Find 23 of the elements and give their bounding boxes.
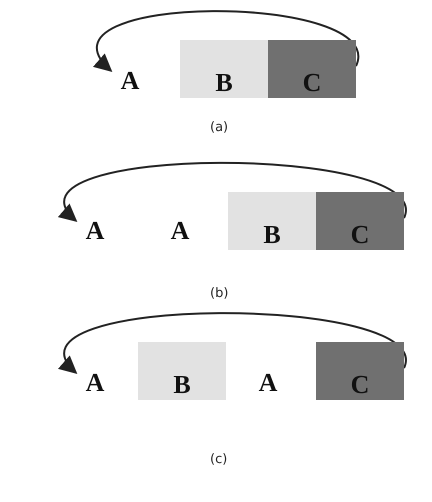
letter-label: A [258,368,278,398]
letter-label: C [302,68,322,98]
letter-label: C [350,220,370,250]
letter-label: B [263,220,281,250]
curved-arrow [60,312,405,374]
panel-caption: (a) [210,120,228,135]
shaded-box [180,40,268,98]
letter-label: A [120,66,140,96]
shaded-box [268,40,356,98]
letter-label: A [86,368,104,398]
letter-label: C [350,370,370,400]
curved-arrow [94,10,358,72]
letter-label: B [173,370,191,400]
panel-caption: (c) [210,452,228,467]
shaded-box [316,342,404,400]
shaded-box [138,342,226,400]
curved-arrow [60,162,405,222]
letter-label: B [215,68,233,98]
letter-label: A [170,216,190,246]
letter-label: A [86,216,104,246]
shaded-box [316,192,404,250]
shaded-box [228,192,316,250]
panel-caption: (b) [210,286,228,301]
